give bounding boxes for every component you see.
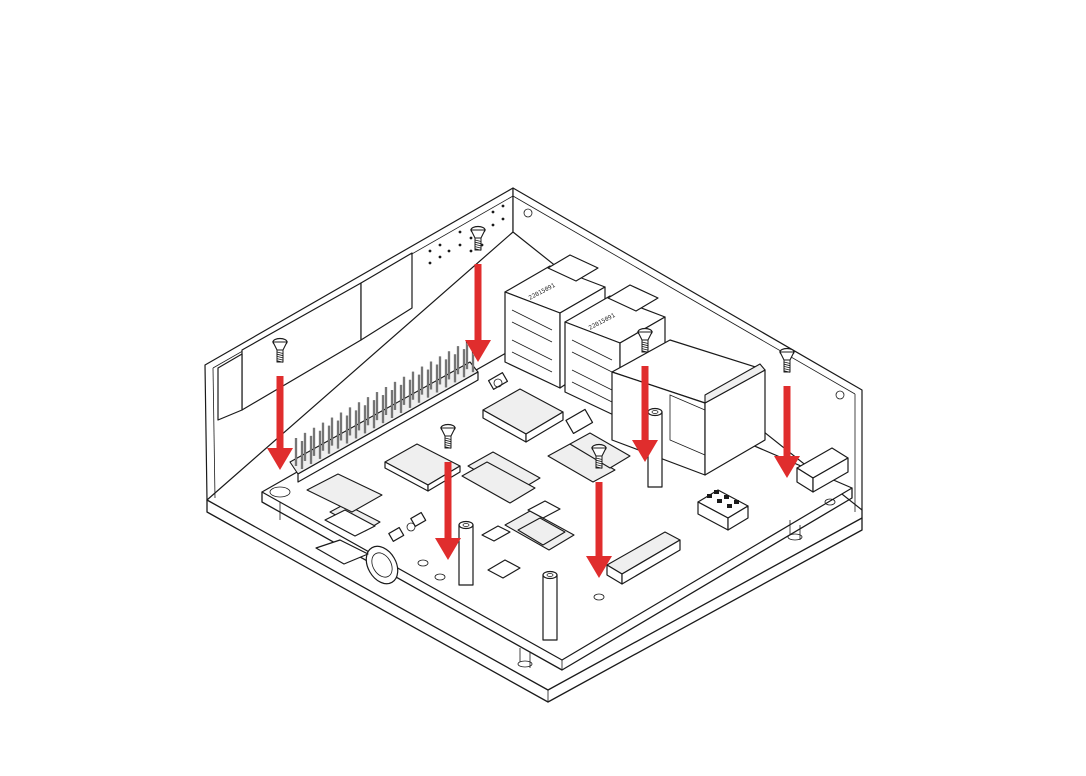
standoffs: [458, 407, 663, 641]
six-pin-header: [697, 489, 749, 531]
down-arrow-icon: [435, 462, 461, 560]
wall-hole: [835, 390, 845, 400]
gpio-header: [289, 341, 479, 483]
screw-icon: [470, 225, 486, 251]
screw-icon: [591, 443, 607, 469]
down-arrow-icon: [632, 366, 658, 462]
screw-icon: [779, 347, 795, 373]
down-arrow-icon: [586, 482, 612, 578]
wall-hole: [523, 208, 533, 218]
components: [306, 372, 849, 585]
down-arrow-icon: [465, 264, 491, 362]
wall-cutout: [360, 252, 413, 341]
screw-arrows: [267, 225, 800, 578]
screw-icon: [637, 327, 653, 353]
down-arrow-icon: [774, 386, 800, 478]
screw-icon: [440, 423, 456, 449]
down-arrow-icon: [267, 376, 293, 470]
standoff: [542, 570, 558, 641]
screw-icon: [272, 337, 288, 363]
standoff: [458, 520, 474, 586]
front-port: [365, 545, 399, 585]
